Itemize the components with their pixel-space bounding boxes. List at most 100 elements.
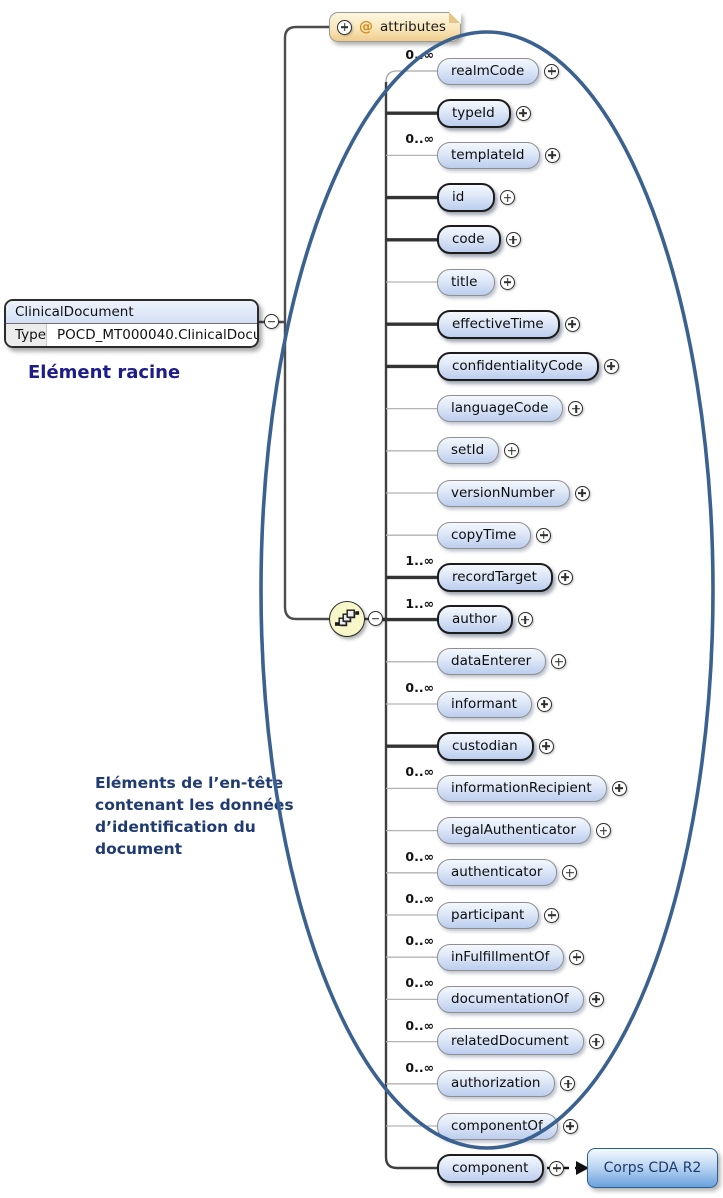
root-element-name: ClinicalDocument: [6, 301, 257, 324]
element-row: copyTime: [437, 521, 552, 549]
element-dataEnterer[interactable]: dataEnterer: [437, 648, 547, 676]
element-row: realmCode: [437, 57, 560, 85]
cardinality-label: 0..∞: [405, 47, 434, 62]
sequence-compositor-icon[interactable]: [329, 601, 365, 637]
element-row: informant: [437, 690, 552, 718]
expand-icon[interactable]: [569, 949, 585, 965]
header-caption: Eléments de l’en-tête contenant les donn…: [95, 774, 294, 858]
expand-icon[interactable]: [574, 485, 590, 501]
child-trunk: [384, 82, 441, 1170]
collapse-sequence-icon[interactable]: [368, 611, 383, 626]
element-setId[interactable]: setId: [437, 437, 500, 465]
element-authenticator[interactable]: authenticator: [437, 859, 558, 887]
expand-icon[interactable]: [568, 401, 584, 417]
cardinality-label: 0..∞: [405, 680, 434, 695]
attributes-box[interactable]: @ attributes: [329, 12, 461, 42]
element-informant[interactable]: informant: [437, 690, 532, 718]
element-typeId[interactable]: typeId: [437, 98, 511, 128]
cardinality-label: 0..∞: [405, 1059, 434, 1075]
main-trunk: [283, 25, 330, 621]
element-documentationOf[interactable]: documentationOf: [437, 985, 584, 1013]
element-templateId[interactable]: templateId: [437, 141, 540, 169]
element-copyTime[interactable]: copyTime: [437, 521, 532, 549]
element-row: authorization: [437, 1070, 576, 1098]
collapse-root-icon[interactable]: [264, 314, 279, 329]
element-inFulfillmentOf[interactable]: inFulfillmentOf: [437, 943, 565, 971]
cardinality-label: 0..∞: [405, 891, 434, 906]
expand-icon[interactable]: [538, 738, 554, 754]
element-row: inFulfillmentOf: [437, 943, 585, 971]
element-realmCode[interactable]: realmCode: [437, 57, 540, 85]
expand-attributes-icon[interactable]: [337, 19, 352, 35]
expand-icon[interactable]: [536, 696, 552, 712]
expand-icon[interactable]: [500, 190, 515, 206]
element-effectiveTime[interactable]: effectiveTime: [437, 309, 560, 339]
element-row: author: [437, 605, 533, 635]
cardinality-label: 1..∞: [405, 595, 434, 611]
element-versionNumber[interactable]: versionNumber: [437, 479, 570, 507]
element-author[interactable]: author: [437, 605, 513, 635]
expand-icon[interactable]: [544, 147, 560, 163]
expand-icon[interactable]: [504, 443, 520, 459]
element-custodian[interactable]: custodian: [437, 731, 534, 761]
element-row: authenticator: [437, 859, 578, 887]
element-title[interactable]: title: [437, 268, 495, 296]
expand-icon[interactable]: [564, 316, 580, 332]
expand-icon[interactable]: [549, 1160, 565, 1176]
element-row: component: [437, 1153, 565, 1183]
expand-icon[interactable]: [596, 823, 611, 839]
element-component[interactable]: component: [437, 1153, 545, 1183]
root-type-row: Type POCD_MT000040.ClinicalDocument: [6, 324, 257, 346]
expand-icon[interactable]: [536, 527, 552, 543]
expand-icon[interactable]: [544, 63, 560, 79]
expand-icon[interactable]: [505, 232, 521, 248]
element-row: languageCode: [437, 395, 584, 423]
element-row: custodian: [437, 731, 554, 761]
expand-icon[interactable]: [562, 865, 578, 881]
child-trunk-top: [385, 70, 443, 83]
expand-icon[interactable]: [517, 612, 533, 628]
expand-icon[interactable]: [611, 780, 627, 796]
element-legalAuthenticator[interactable]: legalAuthenticator: [437, 817, 591, 845]
element-row: id: [437, 183, 515, 213]
element-row: recordTarget: [437, 562, 573, 592]
type-label: Type: [6, 324, 48, 346]
element-row: dataEnterer: [437, 648, 567, 676]
element-code[interactable]: code: [437, 225, 501, 255]
expand-icon[interactable]: [560, 1076, 576, 1092]
element-authorization[interactable]: authorization: [437, 1070, 556, 1098]
element-row: typeId: [437, 98, 531, 128]
cardinality-label: 0..∞: [405, 1017, 434, 1033]
cardinality-label: 0..∞: [405, 848, 434, 864]
expand-icon[interactable]: [557, 569, 573, 585]
expand-icon[interactable]: [562, 1118, 578, 1134]
element-participant[interactable]: participant: [437, 901, 540, 929]
element-informationRecipient[interactable]: informationRecipient: [437, 774, 607, 802]
element-confidentialityCode[interactable]: confidentialityCode: [437, 351, 599, 381]
element-languageCode[interactable]: languageCode: [437, 395, 564, 423]
element-componentOf[interactable]: componentOf: [437, 1112, 558, 1140]
element-row: templateId: [437, 141, 560, 169]
expand-icon[interactable]: [515, 105, 531, 121]
expand-icon[interactable]: [544, 907, 560, 923]
element-id[interactable]: id: [437, 183, 495, 213]
cda-body-box[interactable]: Corps CDA R2: [587, 1148, 718, 1188]
element-row: setId: [437, 437, 520, 465]
element-row: documentationOf: [437, 985, 604, 1013]
element-relatedDocument[interactable]: relatedDocument: [437, 1028, 584, 1056]
expand-icon[interactable]: [603, 358, 619, 374]
element-row: code: [437, 225, 521, 255]
expand-icon[interactable]: [588, 1034, 604, 1050]
cardinality-label: 0..∞: [405, 975, 434, 991]
element-row: versionNumber: [437, 479, 590, 507]
expand-icon[interactable]: [551, 654, 567, 670]
clinicaldocument-box[interactable]: ClinicalDocument Type POCD_MT000040.Clin…: [4, 299, 259, 348]
row-connectors: [381, 111, 443, 1127]
element-row: legalAuthenticator: [437, 817, 611, 845]
element-recordTarget[interactable]: recordTarget: [437, 562, 553, 592]
expand-icon[interactable]: [500, 274, 515, 290]
expand-icon[interactable]: [588, 991, 604, 1007]
